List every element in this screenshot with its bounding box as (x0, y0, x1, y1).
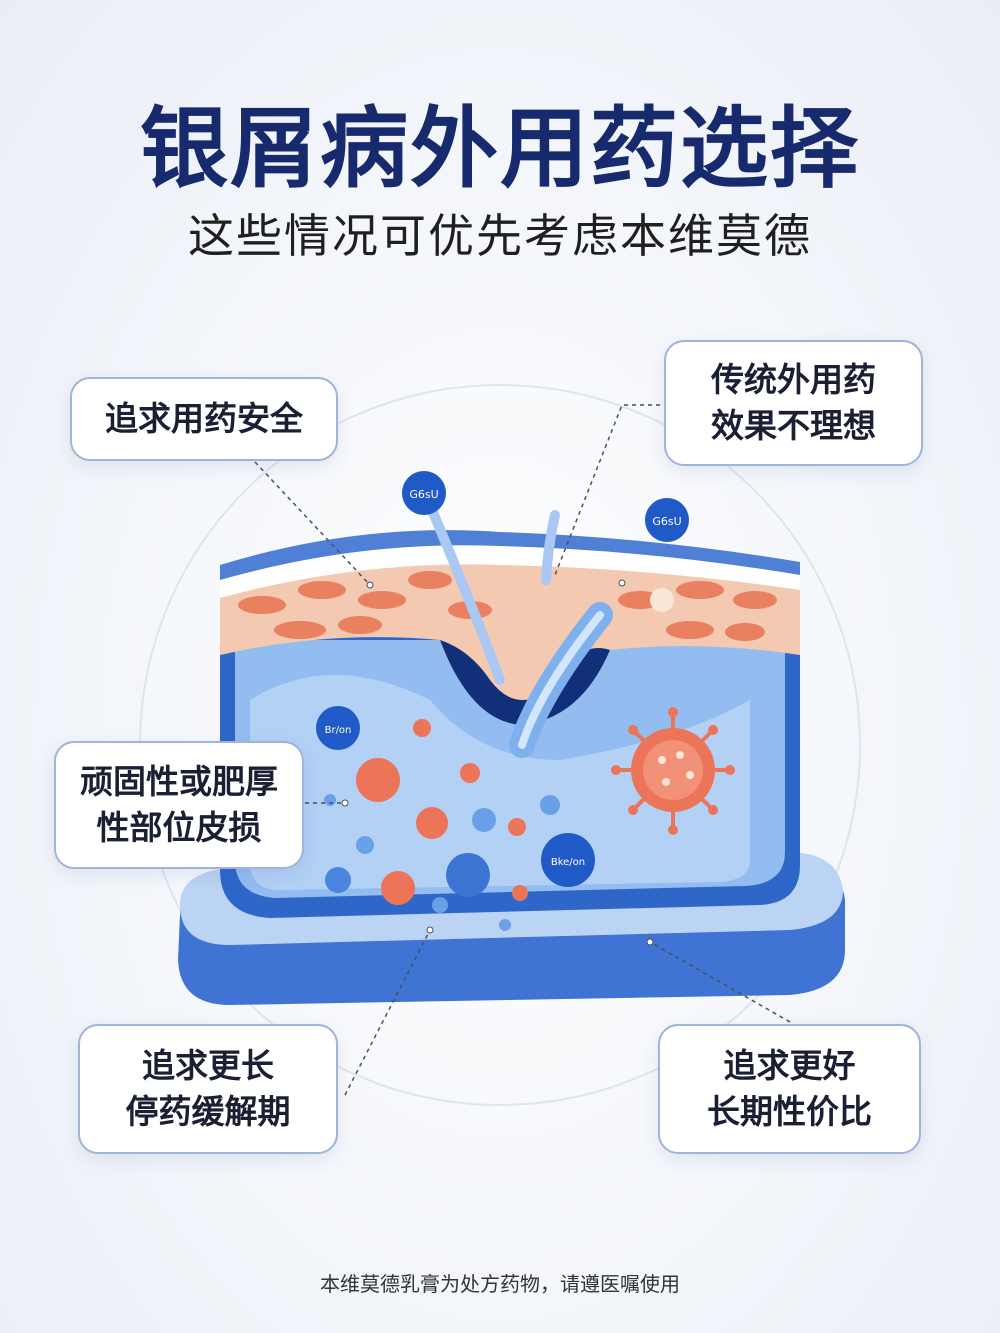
card-traditional-line2: 效果不理想 (711, 406, 876, 445)
info-badge-1: G6sU (402, 471, 446, 515)
card-traditional: 传统外用药 效果不理想 (664, 340, 923, 466)
card-cost-line1: 追求更好 (723, 1046, 856, 1086)
info-badge-2: G6sU (645, 498, 689, 542)
card-stubborn-line2: 性部位皮损 (96, 808, 262, 847)
card-cost: 追求更好 长期性价比 (658, 1024, 921, 1154)
card-traditional-line1: 传统外用药 (711, 360, 876, 400)
blood-cells (324, 719, 560, 931)
info-badge-3: Br/on (316, 706, 360, 750)
skin-cells (238, 571, 777, 641)
card-cost-line2: 长期性价比 (707, 1092, 872, 1131)
svg-text:G6sU: G6sU (409, 488, 438, 501)
svg-text:Bke/on: Bke/on (551, 857, 585, 868)
info-badge-4: Bke/on (541, 833, 595, 887)
card-remission: 追求更长 停药缓解期 (78, 1024, 338, 1154)
card-safety-text: 追求用药安全 (105, 399, 303, 439)
svg-text:Br/on: Br/on (325, 725, 352, 736)
card-remission-line1: 追求更长 (142, 1046, 274, 1086)
virus-cell (611, 707, 735, 835)
footer-note: 本维莫德乳膏为处方药物，请遵医嘱使用 (320, 1272, 680, 1296)
card-safety: 追求用药安全 (70, 377, 338, 461)
page-subtitle: 这些情况可优先考虑本维莫德 (188, 209, 812, 263)
svg-text:G6sU: G6sU (652, 515, 681, 528)
medication-applicator (427, 505, 613, 758)
card-stubborn: 顽固性或肥厚 性部位皮损 (54, 741, 304, 869)
page-title: 银屑病外用药选择 (139, 97, 860, 200)
card-remission-line2: 停药缓解期 (125, 1092, 291, 1131)
leader-lines (254, 404, 791, 1096)
card-stubborn-line1: 顽固性或肥厚 (80, 762, 278, 802)
